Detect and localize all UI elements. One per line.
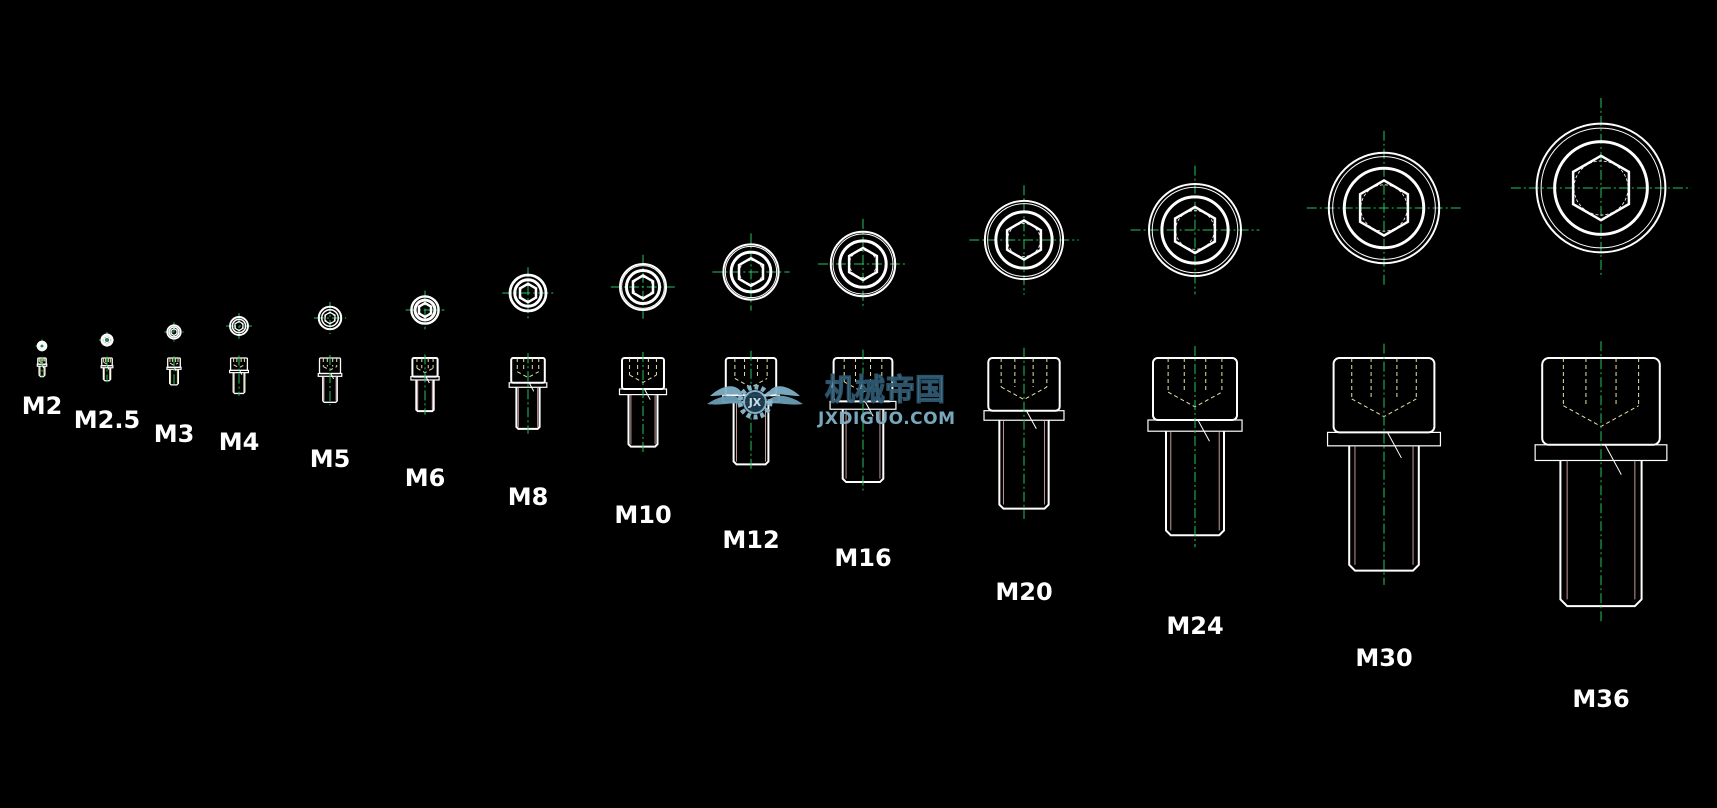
bolt-top-view bbox=[226, 313, 252, 339]
bolt-top-view bbox=[98, 331, 116, 349]
bolt-size-label: M12 bbox=[722, 526, 779, 554]
watermark-emblem-text: JX bbox=[748, 396, 762, 409]
bolt-side-view bbox=[100, 356, 114, 383]
bolt-top-view bbox=[1510, 97, 1692, 279]
bolt-size-label: M2.5 bbox=[74, 406, 140, 434]
watermark: JX 机械帝国 JXDIGUO.COM bbox=[707, 373, 956, 429]
bolt-side-view bbox=[1147, 346, 1243, 548]
bolt-size-label: M4 bbox=[219, 428, 260, 456]
bolt-top-view bbox=[1130, 165, 1260, 295]
bolt-top-view bbox=[1306, 130, 1462, 286]
bolt-size-label: M36 bbox=[1572, 685, 1629, 713]
bolt-side-view bbox=[1326, 343, 1442, 586]
bolt-size-label: M8 bbox=[508, 483, 549, 511]
bolt-m16: M16 bbox=[817, 218, 909, 572]
bolt-side-view bbox=[36, 356, 48, 378]
bolt-size-label: M2 bbox=[22, 392, 63, 420]
bolt-side-view bbox=[317, 355, 343, 406]
bolt-top-view bbox=[712, 233, 790, 311]
bolt-side-view bbox=[166, 356, 182, 387]
bolt-size-label: M6 bbox=[405, 464, 446, 492]
bolt-m3: M3 bbox=[154, 322, 195, 448]
bolt-m2: M2 bbox=[22, 339, 63, 420]
bolt-top-view bbox=[164, 322, 184, 342]
bolt-m2-5: M2.5 bbox=[74, 331, 140, 434]
watermark-url-text: JXDIGUO.COM bbox=[817, 409, 956, 429]
bolt-side-view bbox=[618, 352, 668, 453]
bolt-m4: M4 bbox=[219, 313, 260, 456]
bolt-top-view bbox=[969, 185, 1079, 295]
bolt-m5: M5 bbox=[310, 301, 351, 473]
bolt-m12: M12 bbox=[712, 233, 790, 554]
bolt-side-view bbox=[1534, 341, 1668, 623]
bolt-m24: M24 bbox=[1130, 165, 1260, 640]
bolt-size-label: M5 bbox=[310, 445, 351, 473]
bolt-size-label: M16 bbox=[834, 544, 891, 572]
bolt-top-view bbox=[313, 301, 347, 335]
watermark-chinese-text: 机械帝国 bbox=[825, 373, 945, 408]
bolt-m6: M6 bbox=[405, 290, 446, 492]
bolt-side-view bbox=[410, 354, 440, 415]
bolt-side-view bbox=[508, 353, 548, 434]
bolt-side-view bbox=[829, 349, 897, 491]
bolt-top-view bbox=[610, 254, 676, 320]
bolt-m8: M8 bbox=[502, 267, 554, 511]
bolt-m20: M20 bbox=[969, 185, 1079, 606]
bolt-side-view bbox=[983, 347, 1065, 519]
bolt-top-view bbox=[35, 339, 49, 353]
bolt-size-label: M20 bbox=[995, 578, 1052, 606]
bolt-top-view bbox=[405, 290, 445, 330]
bolt-size-label: M24 bbox=[1166, 612, 1223, 640]
bolt-side-view bbox=[228, 355, 250, 396]
bolt-top-view bbox=[817, 218, 909, 310]
bolt-size-label: M30 bbox=[1355, 644, 1412, 672]
bolt-m30: M30 bbox=[1306, 130, 1462, 672]
gear-wings-emblem-icon: JX bbox=[707, 384, 803, 420]
bolt-size-label: M3 bbox=[154, 420, 195, 448]
bolt-m10: M10 bbox=[610, 254, 676, 529]
bolt-size-label: M10 bbox=[614, 501, 671, 529]
bolt-m36: M36 bbox=[1510, 97, 1692, 713]
bolt-top-view bbox=[502, 267, 554, 319]
